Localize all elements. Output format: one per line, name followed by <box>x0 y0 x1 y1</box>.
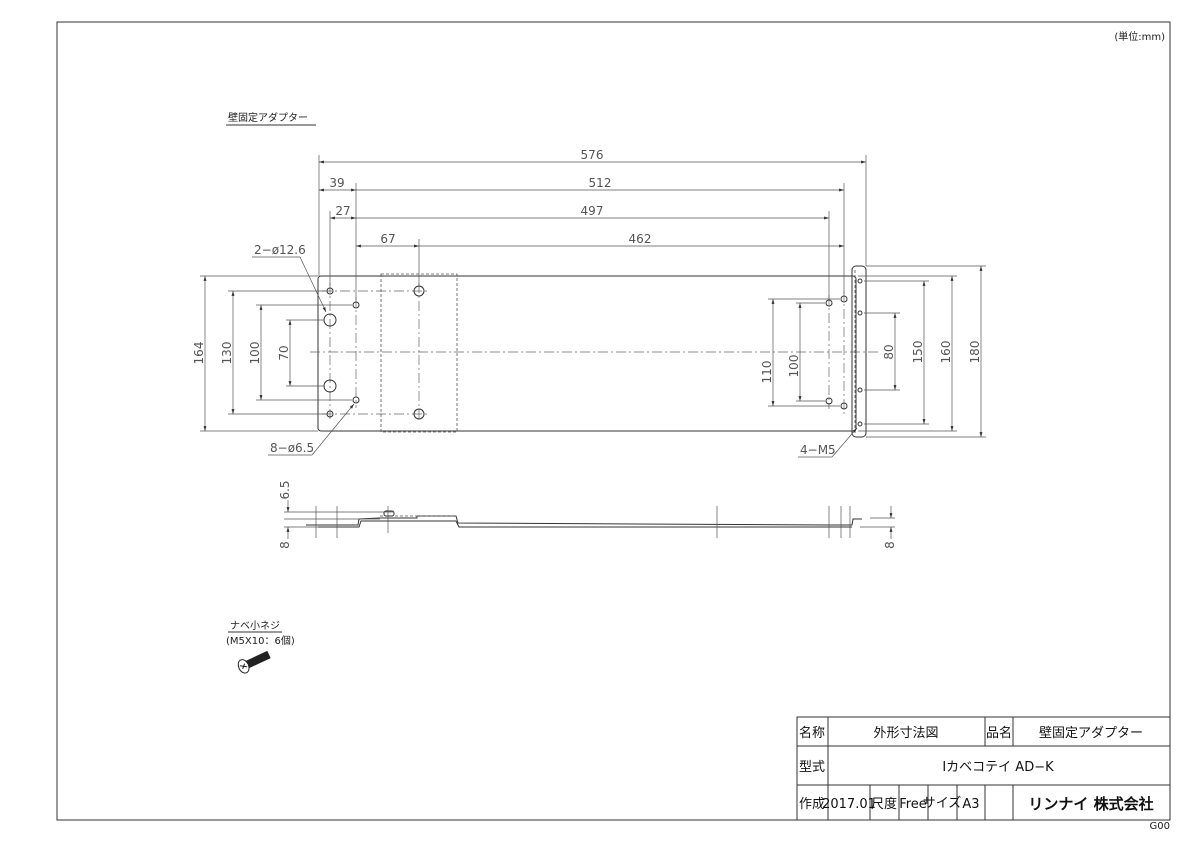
dim-27: 27 <box>335 204 350 218</box>
unit-note: (単位:mm) <box>1114 30 1165 43</box>
callout-large-holes: 2−ø12.6 <box>254 243 306 257</box>
dim-70: 70 <box>277 345 291 360</box>
dim-8-right: 8 <box>883 541 897 549</box>
dim-180: 180 <box>968 341 982 364</box>
top-view: 576 39 512 27 497 67 462 164 130 100 70 <box>192 148 986 458</box>
dim-160: 160 <box>939 341 953 364</box>
dim-110: 110 <box>760 361 774 384</box>
size-label: サイズ <box>923 795 962 811</box>
model-value: Iカベコテイ AD−K <box>942 760 1054 775</box>
sheet-code: G00 <box>1150 821 1170 832</box>
created-value: 2017.01 <box>822 797 876 812</box>
part-title: 壁固定アダプター <box>228 111 308 124</box>
name-label: 名称 <box>799 725 825 741</box>
callout-tapped-holes: 4−M5 <box>800 443 836 457</box>
product-value: 壁固定アダプター <box>1039 726 1143 741</box>
dim-67: 67 <box>380 232 395 246</box>
screw-name: ナベ小ネジ <box>230 620 280 632</box>
plate-outline <box>317 275 857 432</box>
screw-spec: (M5X10：6個) <box>226 634 295 647</box>
company-logo: リンナイ 株式会社 <box>1028 795 1153 813</box>
dim-80: 80 <box>882 344 896 359</box>
dim-462: 462 <box>629 232 652 246</box>
drawing-border <box>56 21 1171 821</box>
name-value: 外形寸法図 <box>873 726 938 741</box>
dim-right-100: 100 <box>787 355 801 378</box>
dim-497: 497 <box>581 204 604 218</box>
dim-left-100: 100 <box>248 342 262 365</box>
dim-8-left: 8 <box>278 541 292 549</box>
dim-6-5: 6.5 <box>278 480 292 499</box>
flange <box>851 265 867 438</box>
side-view: 6.5 8 8 <box>278 480 897 548</box>
screw: ナベ小ネジ (M5X10：6個) <box>226 620 295 674</box>
dim-130: 130 <box>220 342 234 365</box>
scale-value: Free <box>899 797 927 812</box>
callout-small-holes: 8−ø6.5 <box>270 441 314 455</box>
title-block: 名称 外形寸法図 品名 壁固定アダプター 型式 Iカベコテイ AD−K 作成 2… <box>796 716 1171 832</box>
screw-icon <box>237 650 271 674</box>
dim-150: 150 <box>911 341 925 364</box>
dim-39: 39 <box>329 176 344 190</box>
dim-576: 576 <box>581 148 604 162</box>
dim-164: 164 <box>192 342 206 365</box>
created-label: 作成 <box>799 797 825 812</box>
model-label: 型式 <box>799 760 825 775</box>
product-label: 品名 <box>986 725 1012 741</box>
dim-512: 512 <box>589 176 612 190</box>
scale-label: 尺度 <box>871 796 897 812</box>
size-value: A3 <box>962 797 979 812</box>
holes <box>323 278 863 427</box>
